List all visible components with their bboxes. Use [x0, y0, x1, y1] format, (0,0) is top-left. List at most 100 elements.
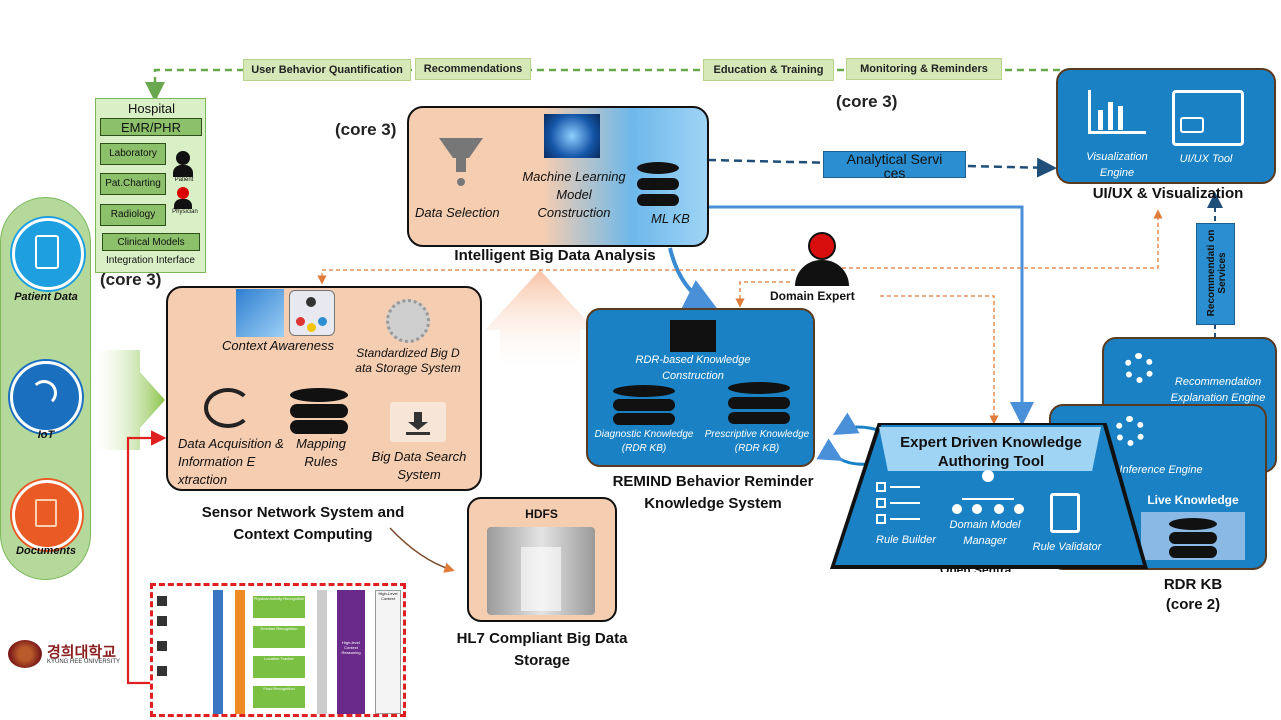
rule-validator-label: Rule Validator — [1032, 541, 1102, 553]
laboratory: Laboratory — [100, 143, 166, 165]
inference-engine-label: Inference Engine — [1119, 464, 1203, 476]
domain-expert-label: Domain Expert — [770, 289, 855, 303]
network-graph-icon — [670, 320, 716, 352]
hdfs-label: HDFS — [525, 507, 558, 521]
sensor-to-hdfs — [389, 527, 455, 573]
search-system-label: Big Data Search System — [371, 449, 467, 482]
live-knowledge-panel: Live Knowledge — [1141, 488, 1245, 560]
acquisition-label: Data Acquisition & Information E xtracti… — [178, 436, 284, 487]
remind-panel: RDR-based Knowledge Construction Diagnos… — [586, 308, 815, 467]
hdfs-panel: HDFS — [467, 497, 617, 622]
core-label-uiux: (core 3) — [836, 92, 898, 111]
analysis-to-remind — [668, 247, 718, 309]
sensor-panel: Context Awareness Standardized Big D ata… — [166, 286, 482, 491]
context-awareness-label: Context Awareness — [222, 338, 335, 353]
hierarchy-icon — [952, 470, 1024, 514]
ui-tool-label: UI/UX Tool — [1179, 153, 1233, 165]
live-db-icon — [1169, 518, 1217, 558]
expert-to-authoring — [880, 295, 999, 425]
authoring-title: Expert Driven Knowledge Authoring Tool — [900, 434, 1082, 470]
rule-builder-label: Rule Builder — [876, 534, 936, 546]
university-emblem-icon — [8, 640, 42, 668]
physician-icon — [177, 187, 189, 199]
sensor-title: Sensor Network System and Context Comput… — [201, 504, 405, 543]
storage-system-label: Standardized Big D ata Storage System — [355, 346, 461, 375]
flow-user-behavior: User Behavior Quantification — [243, 59, 411, 81]
authoring-cut-text: Open Sentra — [940, 568, 1050, 572]
radiology: Radiology — [100, 204, 166, 226]
ml-construction-label: Machine Learning Model Construction — [522, 169, 626, 220]
documents-circle — [12, 480, 82, 550]
expert-to-sensor — [317, 269, 795, 285]
data-selection-label: Data Selection — [415, 205, 500, 220]
database-icon — [637, 162, 679, 206]
ml-kb-label: ML KB — [651, 211, 690, 226]
funnel-icon — [439, 138, 483, 186]
upward-arrow — [485, 270, 595, 370]
patient-label: Patient — [174, 177, 194, 183]
food-box: Food Recognition — [253, 686, 305, 708]
patient-icon — [176, 151, 190, 165]
patient-data-circle — [12, 218, 84, 290]
uiux-panel: Visualization Engine UI/UX Tool — [1056, 68, 1276, 184]
live-knowledge-label: Live Knowledge — [1141, 488, 1245, 512]
refresh-cloud-icon — [204, 388, 252, 428]
recommendation-services: Recommendati on Services — [1196, 223, 1235, 325]
iot-circle — [10, 361, 82, 433]
wifi-icon — [31, 380, 57, 406]
hdfs-title: HL7 Compliant Big Data Storage — [456, 630, 628, 669]
remind-title: REMIND Behavior Reminder Knowledge Syste… — [612, 473, 814, 512]
emr-phr: EMR/PHR — [100, 118, 202, 136]
university-name-english: KYUNG HEE UNIVERSITY — [47, 659, 121, 665]
physical-activity-box: Physical Activity Recognition — [253, 596, 305, 618]
integration-interface: Integration Interface — [106, 255, 195, 266]
prescriptive-label: Prescriptive Knowledge (RDR KB) — [704, 429, 810, 454]
patient-data-label: Patient Data — [14, 291, 78, 303]
documents-label: Documents — [16, 545, 76, 557]
analytical-services: Analytical Servi ces — [823, 151, 966, 180]
rdr-core-label: (core 2) — [1165, 596, 1221, 613]
gear-icon — [1124, 353, 1154, 383]
physician-label: Physician — [172, 209, 198, 215]
rdr-construction-label: RDR-based Knowledge Construction — [635, 354, 751, 382]
high-level-reasoning-box: High-level Context Reasoning — [337, 590, 365, 714]
hospital-title: Hospital — [128, 101, 175, 116]
network-icon — [289, 290, 335, 336]
rule-builder-icon — [876, 482, 922, 526]
storage-seal-icon — [386, 299, 430, 343]
emotion-box: Emotion Recognition — [253, 626, 305, 648]
prescriptive-db-icon — [728, 382, 790, 424]
visualization-engine-label: Visualization Engine — [1086, 151, 1148, 179]
download-icon — [390, 402, 446, 442]
flow-education: Education & Training — [703, 59, 834, 81]
iot-label: IoT — [37, 429, 55, 441]
uiux-title: UI/UX & Visualization — [1092, 185, 1244, 202]
mapping-db-icon — [290, 388, 348, 434]
diagnostic-db-icon — [613, 385, 675, 425]
clinical-models: Clinical Models — [102, 233, 200, 251]
expert-to-uiux — [842, 209, 1163, 269]
sources-arrow — [95, 350, 165, 450]
mini-sensor-diagram: Physical Activity Recognition Emotion Re… — [150, 583, 406, 717]
high-level-context-box: High-Level Context — [375, 590, 401, 714]
document-icon — [35, 499, 57, 527]
validator-doc-icon — [1050, 493, 1080, 533]
domain-model-label: Domain Model Manager — [949, 519, 1021, 547]
rdr-kb-title: RDR KB — [1163, 576, 1223, 593]
flow-recommendations: Recommendations — [415, 58, 531, 80]
diagnostic-label: Diagnostic Knowledge (RDR KB) — [594, 429, 694, 454]
university-name-korean: 경희대학교 — [47, 643, 117, 661]
core-label-analysis: (core 3) — [335, 120, 397, 139]
server-rack-icon — [487, 527, 595, 615]
gear-icon-2 — [1115, 416, 1145, 446]
analysis-panel: Data Selection Machine Learning Model Co… — [407, 106, 709, 247]
brain-image — [544, 114, 600, 158]
core-label-sensor: (core 3) — [100, 270, 162, 289]
clipboard-icon — [35, 235, 59, 269]
recommendation-engine-label: Recommendation Explanation Engine — [1170, 376, 1266, 404]
flow-monitoring: Monitoring & Reminders — [846, 58, 1002, 80]
analysis-title: Intelligent Big Data Analysis — [454, 247, 656, 264]
mlkb-to-authoring — [690, 205, 1034, 426]
red-feed-line — [126, 430, 167, 685]
chart-icon — [1088, 90, 1146, 134]
